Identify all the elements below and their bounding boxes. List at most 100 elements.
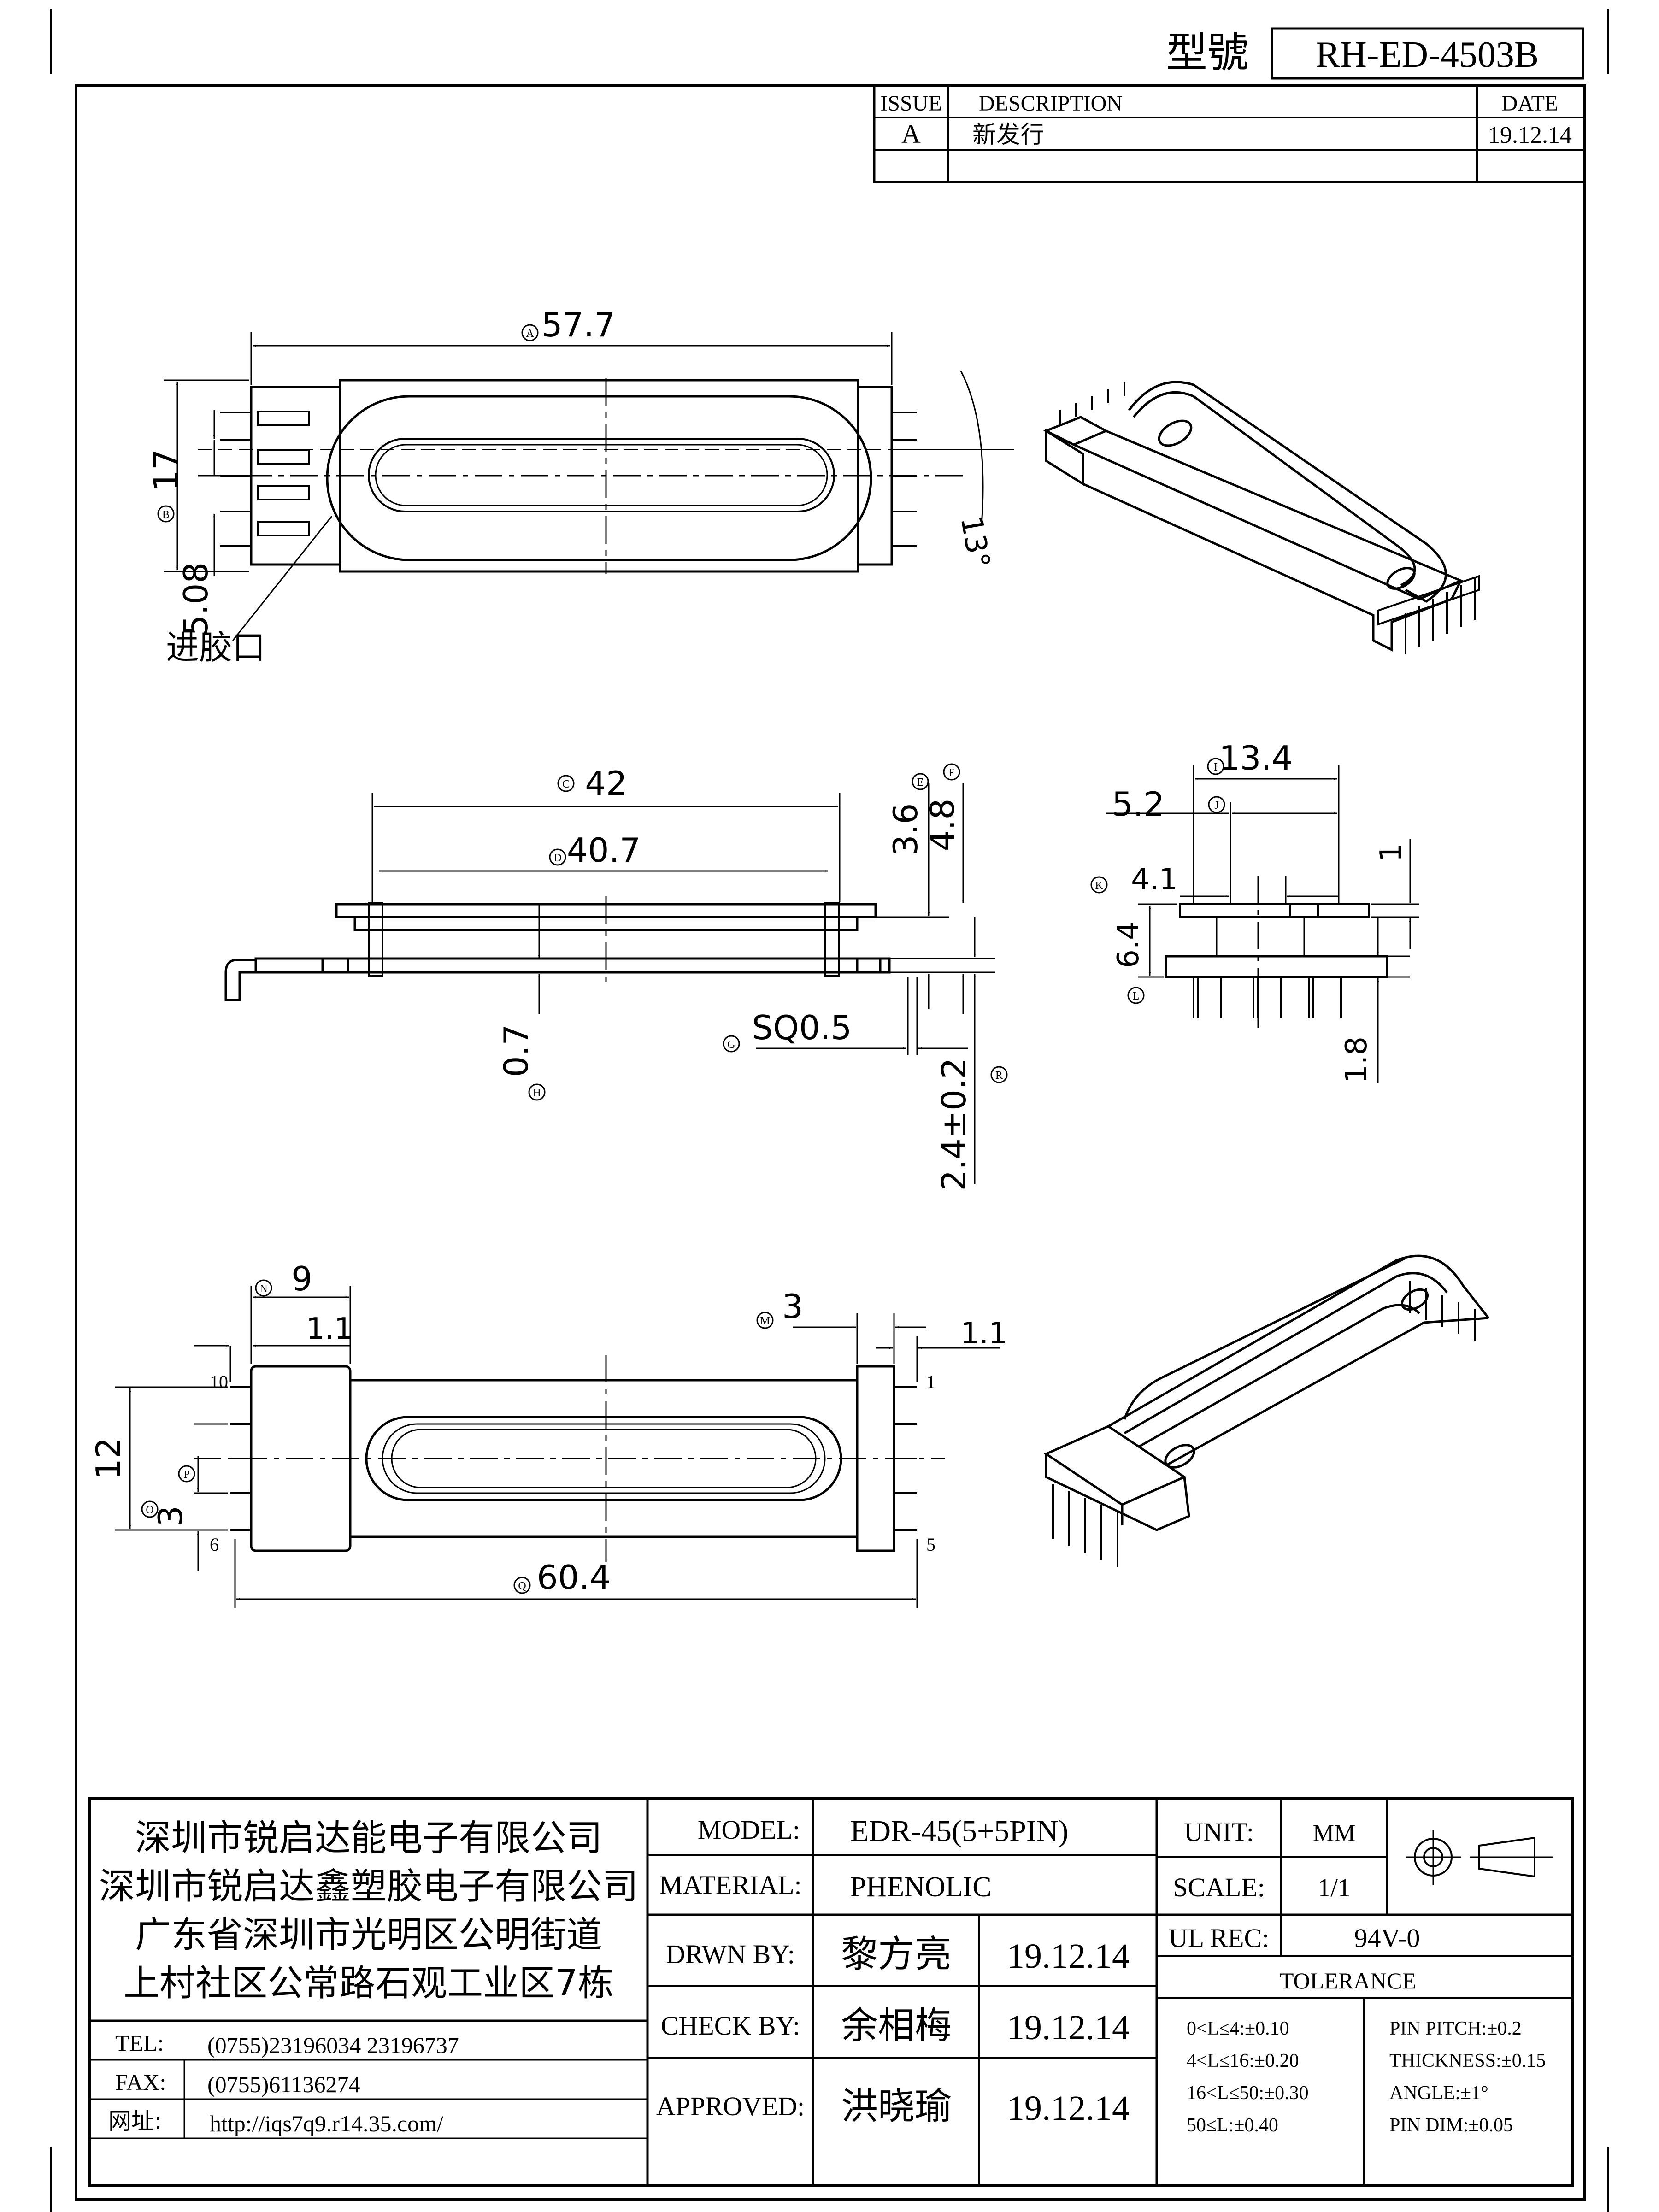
dim-q-value: 60.4 bbox=[537, 1558, 611, 1597]
dim-h-tag: H bbox=[533, 1087, 541, 1099]
fax-value: (0755)61136274 bbox=[207, 2071, 360, 2097]
dim-q-tag: Q bbox=[518, 1580, 526, 1592]
rev-header-description: DESCRIPTION bbox=[979, 91, 1123, 116]
tolerance-4: 50≤L:±0.40 bbox=[1187, 2115, 1278, 2136]
pin-spec-2: THICKNESS:±0.15 bbox=[1389, 2050, 1546, 2071]
tolerance-2: 4<L≤16:±0.20 bbox=[1187, 2050, 1299, 2071]
model-field-value: EDR-45(5+5PIN) bbox=[850, 1814, 1069, 1848]
dim-e-value: 3.6 bbox=[886, 803, 925, 856]
web-label: 网址: bbox=[108, 2108, 162, 2135]
dim-r-tag: R bbox=[995, 1070, 1003, 1082]
isometric-view-bottom bbox=[1043, 1254, 1489, 1567]
dim-n-tag: N bbox=[259, 1283, 267, 1295]
dim-m-tag: M bbox=[760, 1315, 770, 1327]
dim-s-value: 1.8 bbox=[1340, 1036, 1374, 1083]
tel-label: TEL: bbox=[115, 2030, 164, 2056]
isometric-view-top bbox=[1043, 381, 1480, 654]
dim-h-value: 0.7 bbox=[497, 1024, 535, 1077]
rev-row-issue: A bbox=[901, 119, 921, 149]
projection-symbol-icon bbox=[1406, 1830, 1553, 1885]
side-view: C 42 D 40.7 3.6 4.8 E F G SQ0.5 0.7 H bbox=[224, 763, 1008, 1191]
check-label: CHECK BY: bbox=[661, 2011, 800, 2041]
tolerance-label: TOLERANCE bbox=[1280, 1968, 1416, 1994]
pin-6-label: 6 bbox=[210, 1534, 219, 1555]
dim-l-value: 6.4 bbox=[1112, 921, 1146, 968]
company-line-4: 上村社区公常路石观工业区7栋 bbox=[124, 1963, 614, 2004]
dim-c-tag: C bbox=[562, 778, 570, 790]
check-date: 19.12.14 bbox=[1007, 2008, 1130, 2047]
tolerance-3: 16<L≤50:±0.30 bbox=[1187, 2083, 1309, 2104]
dim-k-tag: K bbox=[1095, 880, 1103, 892]
dim-i-value: 13.4 bbox=[1219, 739, 1293, 777]
dim-c-value: 42 bbox=[585, 764, 627, 803]
dim-f-value: 4.8 bbox=[923, 799, 962, 852]
dim-12-value: 12 bbox=[89, 1437, 128, 1480]
company-line-1: 深圳市锐启达能电子有限公司 bbox=[135, 1818, 602, 1859]
dim-angle-value: 13° bbox=[953, 513, 996, 571]
dim-one-value: 1 bbox=[1374, 843, 1408, 862]
model-field-label: MODEL: bbox=[698, 1815, 800, 1845]
revision-table: ISSUE DESCRIPTION DATE A 新发行 19.12.14 bbox=[873, 84, 1586, 183]
bottom-view: 10 6 1 5 N 9 1.1 M 3 1.1 12 bbox=[89, 1259, 1007, 1608]
company-line-2: 深圳市锐启达鑫塑胶电子有限公司 bbox=[99, 1866, 638, 1907]
dim-a-tag: A bbox=[526, 328, 534, 340]
rev-row-description: 新发行 bbox=[972, 121, 1044, 149]
pin-1-label: 1 bbox=[926, 1371, 935, 1392]
dim-m-value: 3 bbox=[782, 1287, 803, 1326]
dim-b-tag: B bbox=[162, 509, 170, 521]
dim-k-value: 4.1 bbox=[1131, 863, 1178, 897]
web-value: http://iqs7q9.r14.35.com/ bbox=[210, 2111, 443, 2136]
dim-p-tag: P bbox=[183, 1469, 189, 1481]
drawn-label: DRWN BY: bbox=[666, 1939, 795, 1969]
ul-field-label: UL REC: bbox=[1169, 1923, 1270, 1953]
corner-marks bbox=[50, 9, 1609, 2212]
model-number: RH-ED-4503B bbox=[1316, 35, 1539, 75]
dim-d-tag: D bbox=[553, 852, 561, 864]
dim-a-value: 57.7 bbox=[541, 306, 615, 344]
rev-row-date: 19.12.14 bbox=[1488, 122, 1572, 148]
dim-g-tag: G bbox=[727, 1039, 735, 1051]
check-by: 余相梅 bbox=[841, 2004, 952, 2047]
model-label: 型號 bbox=[1166, 29, 1249, 77]
drawn-by: 黎方亮 bbox=[841, 1933, 952, 1976]
model-header: 型號 RH-ED-4503B bbox=[1166, 27, 1584, 80]
dim-r-value: 2.4±0.2 bbox=[935, 1058, 973, 1191]
sheet-border bbox=[75, 84, 1586, 2201]
pin-5-label: 5 bbox=[926, 1534, 935, 1555]
unit-field-label: UNIT: bbox=[1184, 1817, 1254, 1847]
pin-spec-4: PIN DIM:±0.05 bbox=[1389, 2115, 1513, 2136]
drawn-date: 19.12.14 bbox=[1007, 1937, 1130, 1976]
title-block: 深圳市锐启达能电子有限公司 深圳市锐启达鑫塑胶电子有限公司 广东省深圳市光明区公… bbox=[88, 1797, 1574, 2187]
rev-header-issue: ISSUE bbox=[880, 91, 941, 116]
dim-b-value: 17 bbox=[147, 449, 185, 491]
dim-j-tag: J bbox=[1214, 800, 1218, 812]
dim-j-value: 5.2 bbox=[1112, 785, 1165, 824]
dim-o-tag: O bbox=[146, 1504, 153, 1516]
dim-m2-value: 1.1 bbox=[960, 1317, 1007, 1351]
dim-l-tag: L bbox=[1133, 990, 1140, 1002]
pin-spec-3: ANGLE:±1° bbox=[1389, 2083, 1488, 2104]
dim-g-value: SQ0.5 bbox=[752, 1008, 852, 1047]
pin-spec-1: PIN PITCH:±0.2 bbox=[1389, 2018, 1522, 2039]
gate-label: 进胶口 bbox=[166, 628, 265, 667]
ul-field-value: 94V-0 bbox=[1354, 1923, 1420, 1953]
material-field-label: MATERIAL: bbox=[659, 1870, 801, 1900]
scale-field-label: SCALE: bbox=[1173, 1872, 1265, 1902]
dim-d-value: 40.7 bbox=[567, 831, 641, 870]
dim-n-value: 9 bbox=[291, 1259, 312, 1298]
approved-by: 洪晓瑜 bbox=[841, 2085, 952, 2128]
approved-label: APPROVED: bbox=[656, 2091, 805, 2121]
dim-n2-value: 1.1 bbox=[306, 1312, 353, 1346]
dim-f-tag: F bbox=[948, 767, 954, 779]
material-field-value: PHENOLIC bbox=[850, 1871, 992, 1903]
pin-10-label: 10 bbox=[210, 1371, 228, 1392]
top-view: A 57.7 17 B 5.08 进胶口 13° bbox=[147, 306, 1014, 667]
unit-field-value: MM bbox=[1313, 1820, 1355, 1847]
fax-label: FAX: bbox=[115, 2069, 166, 2095]
rev-header-date: DATE bbox=[1502, 91, 1559, 116]
company-line-3: 广东省深圳市光明区公明街道 bbox=[135, 1914, 602, 1956]
tolerance-1: 0<L≤4:±0.10 bbox=[1187, 2018, 1289, 2039]
approved-date: 19.12.14 bbox=[1007, 2089, 1130, 2128]
dim-pitch-value: 5.08 bbox=[176, 562, 215, 636]
